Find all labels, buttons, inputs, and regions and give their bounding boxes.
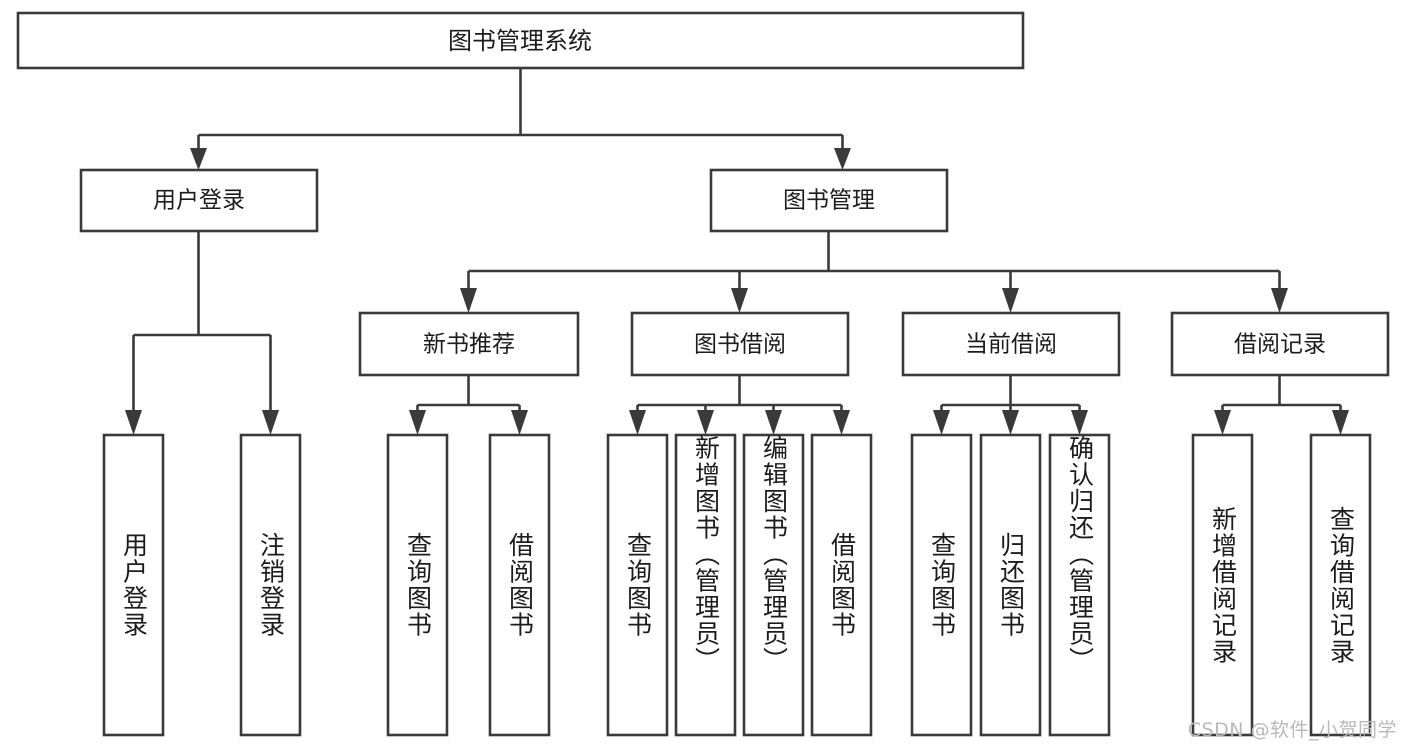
- leaf-box-current-borrow-1[interactable]: [979, 433, 1042, 737]
- leaf-box-new-book-0[interactable]: [386, 433, 449, 737]
- node-book-borrow[interactable]: 图书借阅: [630, 311, 850, 377]
- node-book-management[interactable]: 图书管理: [709, 168, 949, 233]
- leaf-box-book-borrow-3[interactable]: [810, 433, 873, 737]
- leaf-box-new-book-1[interactable]: [488, 433, 551, 737]
- arrow-head-leaf-current-borrow-2: [1071, 410, 1088, 435]
- leaf-box-book-borrow-1[interactable]: [674, 433, 737, 737]
- leaf-box-current-borrow-2[interactable]: [1048, 433, 1111, 737]
- node-current-borrow-box[interactable]: [901, 311, 1121, 377]
- arrow-head-current-borrow: [1002, 288, 1019, 313]
- arrow-head-leaf-borrow-record-0: [1214, 410, 1231, 435]
- node-borrow-record-label: 借阅记录: [1234, 332, 1326, 358]
- arrow-head-book-manage: [834, 148, 851, 170]
- node-current-borrow-label: 当前借阅: [965, 332, 1057, 358]
- arrow-head-borrow-record: [1271, 288, 1288, 313]
- leaf-box-borrow-record-1[interactable]: [1309, 433, 1372, 737]
- arrow-head-leaf-book-borrow-2: [765, 410, 782, 435]
- leaf-box-book-borrow-0[interactable]: [606, 433, 669, 737]
- node-user-login-label: 用户登录: [153, 188, 245, 214]
- node-borrow-record[interactable]: 借阅记录: [1170, 311, 1390, 377]
- node-user-login[interactable]: 用户登录: [79, 168, 319, 233]
- leaf-box-current-borrow-0[interactable]: [910, 433, 973, 737]
- arrow-head-new-book-recommend: [460, 288, 477, 313]
- arrow-head-leaf-book-borrow-1: [697, 410, 714, 435]
- arrow-head-user-login: [190, 148, 207, 170]
- node-user-login-box[interactable]: [79, 168, 319, 233]
- node-book-borrow-box[interactable]: [630, 311, 850, 377]
- leaf-box-user-login-0[interactable]: [102, 433, 165, 737]
- arrow-head-leaf-new-book-0: [409, 410, 426, 435]
- node-new-book-recommend-box[interactable]: [358, 311, 580, 377]
- arrow-head-leaf-user-login-0: [125, 410, 142, 435]
- arrow-head-leaf-book-borrow-3: [833, 410, 850, 435]
- node-root-book-management-system[interactable]: 图书管理系统: [16, 11, 1025, 70]
- node-book-borrow-label: 图书借阅: [694, 332, 786, 358]
- arrow-head-book-borrow: [731, 288, 748, 313]
- node-current-borrow[interactable]: 当前借阅: [901, 311, 1121, 377]
- node-new-book-recommend-label: 新书推荐: [423, 332, 515, 358]
- node-book-management-box[interactable]: [709, 168, 949, 233]
- leaf-box-user-login-1[interactable]: [239, 433, 302, 737]
- node-borrow-record-box[interactable]: [1170, 311, 1390, 377]
- arrow-head-leaf-current-borrow-1: [1002, 410, 1019, 435]
- leaf-box-borrow-record-0[interactable]: [1191, 433, 1254, 737]
- watermark-text: CSDN @软件_小贺同学: [1187, 719, 1397, 741]
- node-root-box[interactable]: [16, 11, 1025, 70]
- arrow-head-leaf-current-borrow-0: [933, 410, 950, 435]
- node-root-label: 图书管理系统: [448, 27, 592, 55]
- arrow-head-leaf-user-login-1: [262, 410, 279, 435]
- node-new-book-recommend[interactable]: 新书推荐: [358, 311, 580, 377]
- arrow-head-leaf-book-borrow-0: [629, 410, 646, 435]
- arrow-head-leaf-borrow-record-1: [1332, 410, 1349, 435]
- connector-group: [125, 68, 1349, 435]
- node-book-management-label: 图书管理: [783, 188, 875, 214]
- leaf-box-book-borrow-2[interactable]: [742, 433, 805, 737]
- arrow-head-leaf-new-book-1: [511, 410, 528, 435]
